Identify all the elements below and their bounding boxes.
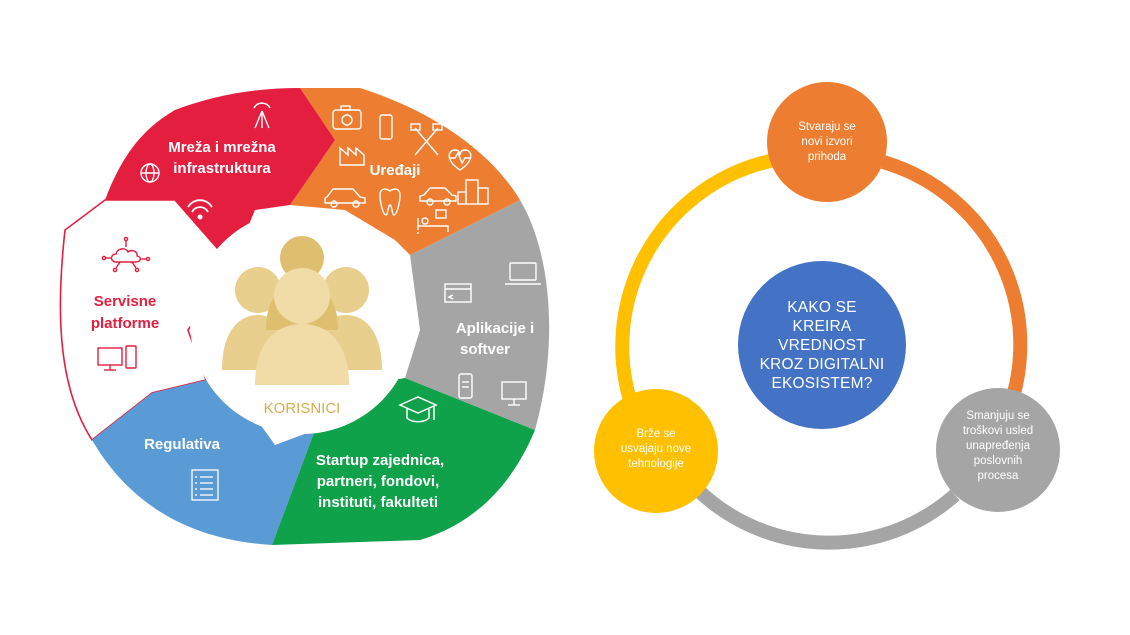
node-top-line-3: prihoda xyxy=(808,151,847,163)
node-top-circle xyxy=(767,82,887,202)
startup-label-line-1: Startup zajednica, xyxy=(316,452,444,469)
phone-icon xyxy=(379,114,393,140)
mreza-label-line-2: infrastruktura xyxy=(173,160,271,177)
users-group-icon xyxy=(222,236,382,385)
segment-uredjaji xyxy=(290,88,520,255)
tools-icon xyxy=(410,123,443,156)
servisne-label-line-2: platforme xyxy=(91,315,159,332)
node-left-line-1: Brže se xyxy=(637,428,676,440)
mobile-app-icon xyxy=(458,373,473,399)
factory-icon xyxy=(339,146,365,166)
users-center-label: KORISNICI xyxy=(264,400,341,417)
antenna-icon xyxy=(253,102,271,129)
node-top-line-2: novi izvori xyxy=(801,136,852,148)
center-question-line-4: KROZ DIGITALNI xyxy=(760,356,885,373)
node-right-line-1: Smanjuju se xyxy=(966,410,1029,422)
node-left-line-2: usvajaju nove xyxy=(621,443,691,455)
node-right-line-4: poslovnih xyxy=(974,455,1023,467)
segment-regulativa xyxy=(92,380,315,545)
center-question-circle xyxy=(738,261,906,429)
node-left-line-3: tehnologije xyxy=(628,458,684,470)
car-2-icon xyxy=(419,187,457,206)
bed-icon xyxy=(417,209,449,234)
graduation-cap-icon xyxy=(398,396,438,423)
tooth-icon xyxy=(379,188,401,216)
heart-rate-icon xyxy=(448,149,472,171)
node-left-circle xyxy=(594,389,718,513)
cloud-network-icon xyxy=(101,236,151,273)
monitor-icon xyxy=(501,381,527,406)
cycle-arc-yellow xyxy=(615,153,777,402)
center-question-line-1: KAKO SE xyxy=(787,299,856,316)
wifi-icon xyxy=(187,199,213,220)
aplikacije-label-line-2: softver xyxy=(460,341,510,358)
node-top-line-1: Stvaraju se xyxy=(798,121,856,133)
servisne-label-line-1: Servisne xyxy=(94,293,157,310)
aplikacije-label-line-1: Aplikacije i xyxy=(456,320,534,337)
node-right-line-2: troškovi usled xyxy=(963,425,1033,437)
browser-icon xyxy=(444,283,472,303)
startup-label-line-3: instituti, fakulteti xyxy=(318,494,438,511)
regulativa-label: Regulativa xyxy=(144,436,221,453)
node-right-line-3: unapređenja xyxy=(966,440,1031,452)
buildings-icon xyxy=(457,179,489,205)
cycle-arc-orange xyxy=(881,155,1028,434)
cycle-arc-gray xyxy=(695,486,960,550)
startup-label-line-2: partneri, fondovi, xyxy=(317,473,440,490)
ecosystem-wheel: KORISNICI Mreža i mrežna infrastruktura … xyxy=(59,88,550,545)
checklist-icon xyxy=(191,469,219,501)
segment-aplikacije xyxy=(405,200,550,430)
camera-icon xyxy=(332,105,362,130)
globe-icon xyxy=(140,163,160,183)
value-cycle-diagram: KAKO SE KREIRA VREDNOST KROZ DIGITALNI E… xyxy=(594,82,1060,550)
laptop-icon xyxy=(505,262,541,285)
car-icon xyxy=(324,188,366,208)
computer-icon xyxy=(97,345,137,371)
segment-mreza xyxy=(105,88,335,265)
uredjaji-label: Uređaji xyxy=(370,162,421,179)
center-question-line-5: EKOSISTEM? xyxy=(771,375,872,392)
center-question-line-2: KREIRA xyxy=(793,318,852,335)
node-right-circle xyxy=(936,388,1060,512)
mreza-label-line-1: Mreža i mrežna xyxy=(168,139,276,156)
center-question-line-3: VREDNOST xyxy=(778,337,866,354)
node-right-line-5: procesa xyxy=(978,470,1020,482)
